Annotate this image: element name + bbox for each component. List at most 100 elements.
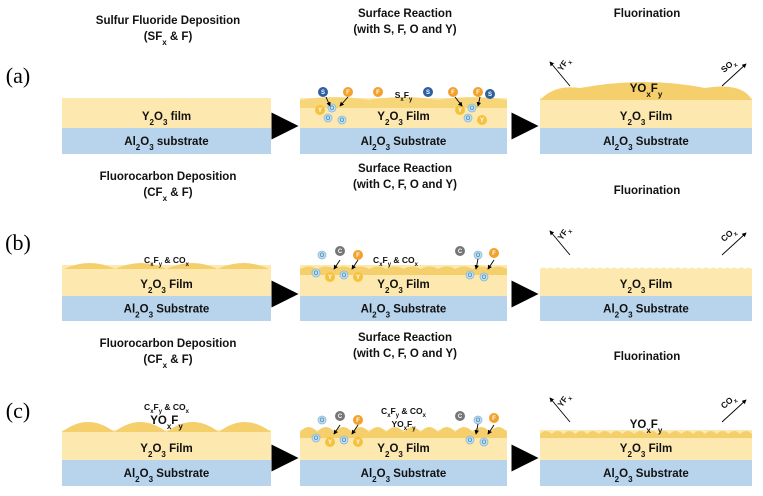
stage-subtitle: (with S, F, O and Y) xyxy=(353,24,456,36)
so-emission-arrow xyxy=(721,63,747,87)
oxygen-atom xyxy=(463,113,473,123)
oxygen-atom-label: O xyxy=(466,116,471,122)
oxygen-atom xyxy=(337,115,347,125)
stage-title: Fluorination xyxy=(614,8,680,20)
stage-subtitle: (SFx & F) xyxy=(144,31,193,47)
stage-1 xyxy=(62,98,271,154)
oxygen-atom-label: O xyxy=(482,440,487,446)
oxygen-atom xyxy=(339,270,349,280)
carbon-atom-label: C xyxy=(458,414,463,420)
substrate-layer xyxy=(300,460,507,486)
deposit-label: SxFy xyxy=(395,90,413,103)
sulfur-atom-label: S xyxy=(488,92,492,98)
deposit-label: CxFy & COx xyxy=(144,255,190,268)
fluorine-atom xyxy=(448,87,458,97)
oxyfluoride-label: YOxFy xyxy=(630,419,663,435)
oxygen-atom xyxy=(465,270,475,280)
substrate-label: Al2O3 Substrate xyxy=(124,468,210,484)
fluorine-atom-label: F xyxy=(356,253,360,259)
substrate-label: Al2O3 Substrate xyxy=(603,468,689,484)
deposit-layer xyxy=(300,427,507,438)
substrate-label: Al2O3 Substrate xyxy=(603,304,689,320)
emission-arrows xyxy=(549,230,747,256)
stage-1 xyxy=(62,263,271,321)
reaction-arrow xyxy=(325,96,331,107)
carbon-atom-label: C xyxy=(458,249,463,255)
fluorine-atom-label: F xyxy=(451,90,455,96)
oxygen-atom-label: O xyxy=(320,418,325,424)
oxygen-atom xyxy=(467,103,477,113)
substrate-label: Al2O3 Substrate xyxy=(124,304,210,320)
substrate-label: Al2O3 Substrate xyxy=(361,304,447,320)
yttrium-atom-label: Y xyxy=(318,108,322,114)
substrate-layer xyxy=(62,128,271,154)
sulfur-atom xyxy=(318,87,328,97)
film-label: Y2O3 Film xyxy=(377,443,429,459)
oxygen-atom xyxy=(339,435,349,445)
yttrium-atom-label: Y xyxy=(480,118,484,124)
panel-label: (a) xyxy=(6,63,30,88)
film-label: Y2O3 Film xyxy=(140,279,192,295)
yttrium-atom-label: Y xyxy=(328,440,332,446)
emission-arrows xyxy=(549,397,747,423)
stage-subtitle: (with C, F, O and Y) xyxy=(353,348,457,360)
deposit-label: CxFy & COx xyxy=(373,255,419,268)
oxygen-atom-label: O xyxy=(320,253,325,259)
reaction-arrow xyxy=(474,423,479,435)
oxygen-atom xyxy=(311,268,321,278)
emission-label: SOx xyxy=(719,56,740,76)
film-layer xyxy=(540,98,752,128)
oxygen-atom-label: O xyxy=(470,106,475,112)
so-emission-arrow xyxy=(721,399,747,423)
carbon-atom xyxy=(455,246,465,256)
carbon-atom xyxy=(335,246,345,256)
film-layer xyxy=(62,265,271,296)
stage-subtitle: (with C, F, O and Y) xyxy=(353,179,457,191)
oxyfluoride-layer xyxy=(540,431,752,438)
oxygen-atom xyxy=(317,250,327,260)
film-label: Y2O3 Film xyxy=(377,111,429,127)
yttrium-atom xyxy=(315,105,325,115)
substrate-layer xyxy=(62,460,271,486)
yttrium-atom xyxy=(325,437,335,447)
yf-emission-arrow xyxy=(549,397,571,423)
film-label: Y2O3 Film xyxy=(377,279,429,295)
substrate-label: Al2O3 Substrate xyxy=(603,136,689,152)
deposit-layer xyxy=(300,266,507,275)
oxygen-atom-label: O xyxy=(468,438,473,444)
yttrium-atom xyxy=(353,272,363,282)
oxygen-atom xyxy=(479,272,489,282)
stage-subtitle: (CFx & F) xyxy=(143,187,192,203)
fluorine-atom-label: F xyxy=(376,90,380,96)
oxygen-atom-label: O xyxy=(340,118,345,124)
reaction-arrow xyxy=(339,96,349,107)
oxygen-atom-label: O xyxy=(476,418,481,424)
reaction-arrow xyxy=(351,424,359,435)
oxygen-atom-label: O xyxy=(482,275,487,281)
panel-label: (b) xyxy=(5,230,31,255)
fluorine-atom xyxy=(353,250,363,260)
stage-subtitle: (CFx & F) xyxy=(143,354,192,370)
sulfur-atom xyxy=(423,87,433,97)
yf-emission-arrow xyxy=(549,61,571,87)
fluorine-atom xyxy=(473,87,483,97)
emission-arrows xyxy=(549,61,747,87)
oxygen-atom xyxy=(479,437,489,447)
yttrium-atom xyxy=(477,115,487,125)
film-label: Y2O3 Film xyxy=(620,279,672,295)
yttrium-atom xyxy=(455,105,465,115)
deposit-layer xyxy=(64,263,269,269)
film-label: Y2O3 Film xyxy=(140,443,192,459)
deposit-layer xyxy=(62,422,271,432)
stage-3 xyxy=(540,230,752,321)
stage-title: Surface Reaction xyxy=(358,332,452,344)
yttrium-atom-label: Y xyxy=(356,440,360,446)
film-layer xyxy=(62,430,271,460)
